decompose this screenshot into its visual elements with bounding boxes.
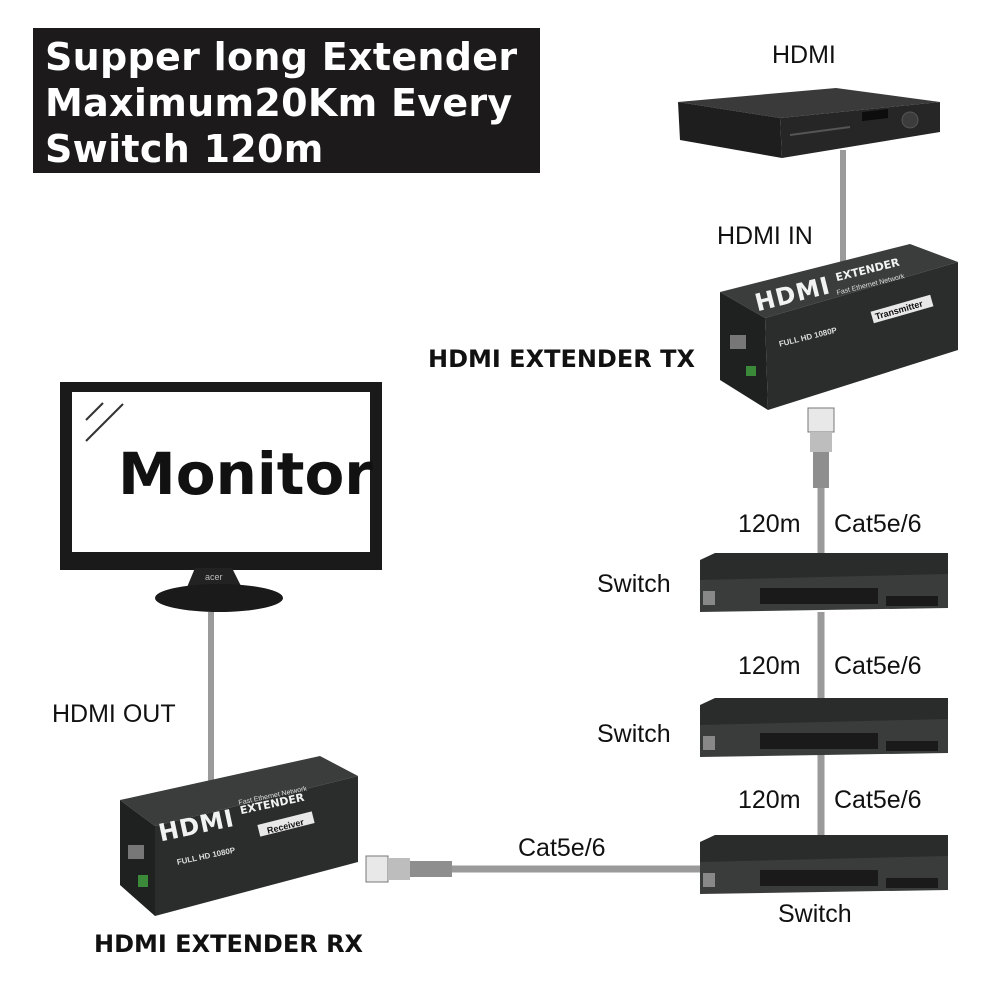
- switch-1-device: [700, 553, 948, 612]
- banner-line-3: Switch 120m: [45, 127, 324, 171]
- switch-2-device: [700, 698, 948, 757]
- segment-3-cable: Cat5e/6: [834, 786, 922, 814]
- hdmi-out-label: HDMI OUT: [52, 700, 176, 728]
- rx-extender-device: [120, 756, 358, 916]
- segment-2-distance: 120m: [738, 652, 801, 680]
- switch-3-device: [700, 835, 948, 894]
- hdmi-in-label: HDMI IN: [717, 222, 813, 250]
- banner-line-2: Maximum20Km Every: [45, 81, 513, 125]
- segment-1-cable: Cat5e/6: [834, 510, 922, 538]
- rj45-plug-rx: [365, 855, 452, 883]
- hdmi-source-player: [678, 88, 940, 158]
- rj45-plug-tx: [807, 407, 835, 488]
- segment-3-distance: 120m: [738, 786, 801, 814]
- monitor-device: [60, 382, 382, 612]
- segment-1-distance: 120m: [738, 510, 801, 538]
- tx-title: HDMI EXTENDER TX: [428, 345, 695, 373]
- switch-2-label: Switch: [597, 720, 671, 748]
- hdmi-source-label: HDMI: [772, 41, 836, 69]
- rx-title: HDMI EXTENDER RX: [94, 930, 364, 958]
- monitor-brand: acer: [205, 572, 223, 582]
- switch-1-label: Switch: [597, 570, 671, 598]
- monitor-label: Monitor: [118, 440, 373, 508]
- title-banner: Supper long Extender Maximum20Km Every S…: [33, 28, 540, 173]
- segment-2-cable: Cat5e/6: [834, 652, 922, 680]
- switch-3-label: Switch: [778, 900, 852, 928]
- banner-line-1: Supper long Extender: [45, 35, 518, 79]
- rx-cable-label: Cat5e/6: [518, 834, 606, 862]
- tx-extender-device: [720, 244, 958, 410]
